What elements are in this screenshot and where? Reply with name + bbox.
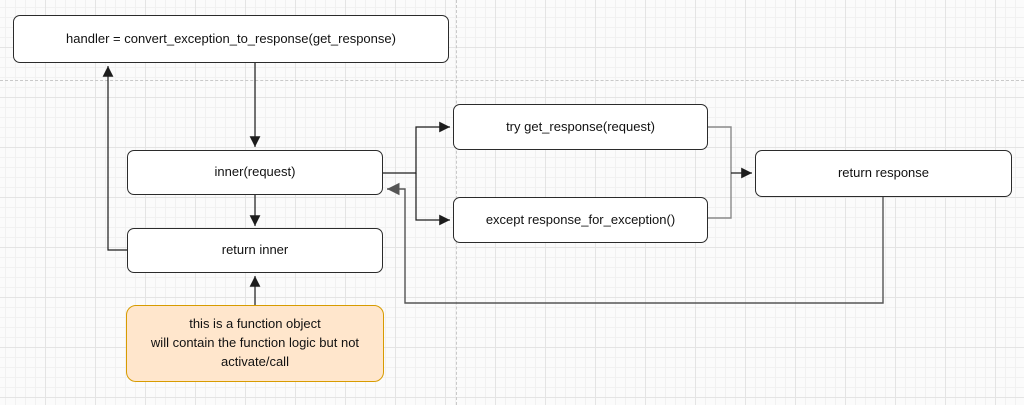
page-separator-horizontal — [0, 80, 1024, 81]
node-try-get-response[interactable]: try get_response(request) — [453, 104, 708, 150]
edge-return-inner-to-handler[interactable] — [102, 66, 127, 251]
edge-try-except-bracket[interactable] — [708, 126, 732, 219]
node-except-response-for-exception[interactable]: except response_for_exception() — [453, 197, 708, 243]
node-handler[interactable]: handler = convert_exception_to_response(… — [13, 15, 449, 63]
node-return-inner[interactable]: return inner — [127, 228, 383, 273]
node-inner-request[interactable]: inner(request) — [127, 150, 383, 195]
edge-return-response-to-inner[interactable] — [387, 182, 884, 304]
node-handler-label: handler = convert_exception_to_response(… — [66, 30, 396, 46]
node-try-get-response-label: try get_response(request) — [506, 118, 655, 134]
node-return-inner-label: return inner — [221, 242, 289, 258]
edge-inner-to-try[interactable] — [383, 121, 450, 174]
node-return-response[interactable]: return response — [755, 150, 1012, 197]
edge-inner-to-except[interactable] — [415, 173, 450, 226]
node-return-response-label: return response — [837, 165, 930, 181]
note-function-object[interactable]: this is a function object will contain t… — [126, 305, 384, 382]
node-inner-request-label: inner(request) — [214, 164, 296, 180]
node-except-label: except response_for_exception() — [485, 211, 676, 227]
